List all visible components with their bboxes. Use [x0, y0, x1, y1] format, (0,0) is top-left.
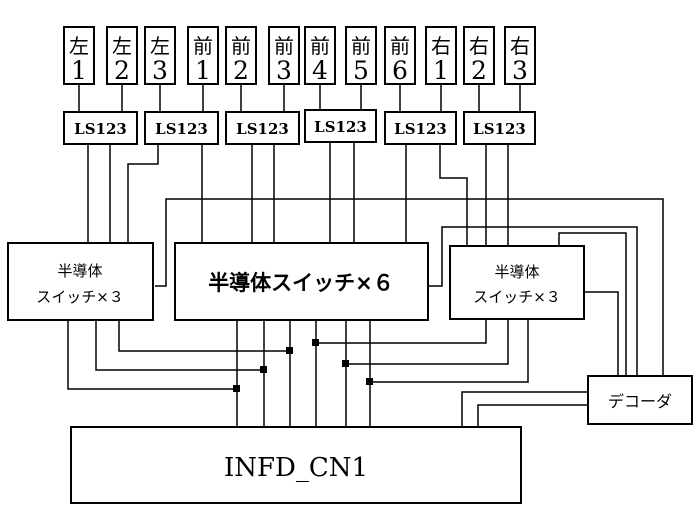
ls123-label: LS123	[394, 120, 447, 138]
switch-right-line2: スイッチ×３	[473, 288, 561, 306]
sensor-box: 前 4	[304, 26, 336, 85]
connector-box: INFD_CN1	[70, 426, 522, 504]
decoder-box: デコーダ	[587, 375, 693, 425]
junction-dots	[233, 339, 373, 392]
sensor-side-label: 前	[351, 34, 371, 58]
decoder-label: デコーダ	[608, 392, 672, 411]
ls123-label: LS123	[155, 120, 208, 138]
sensor-box: 前 1	[187, 26, 219, 85]
ls123-box: LS123	[304, 109, 377, 143]
switch-center-label: 半導体スイッチ×６	[208, 271, 394, 295]
sensor-number-label: 1	[71, 56, 87, 85]
sensor-number-label: 3	[152, 56, 168, 85]
sensor-number-label: 2	[233, 56, 249, 85]
ls123-row: LS123 LS123 LS123 LS123 LS123 LS123	[63, 109, 536, 145]
sensor-to-ls-wires	[78, 84, 521, 112]
switch-left-line1: 半導体	[57, 262, 102, 280]
sensor-side-label: 前	[231, 34, 251, 58]
ls123-box: LS123	[463, 111, 536, 145]
ls123-box: LS123	[384, 111, 457, 145]
switch-right-line1: 半導体	[494, 263, 539, 281]
sensor-side-label: 前	[274, 34, 294, 58]
sensor-box: 前 5	[345, 26, 377, 85]
ls123-box: LS123	[144, 111, 219, 145]
sensor-side-label: 前	[193, 34, 213, 58]
sensor-number-label: 1	[195, 56, 211, 85]
switch-right-box: 半導体 スイッチ×３	[449, 245, 585, 320]
sensor-side-label: 左	[69, 34, 89, 58]
sensor-number-label: 3	[512, 56, 528, 85]
wires	[67, 84, 664, 428]
sensor-number-label: 5	[353, 56, 369, 85]
sensor-box: 左 3	[144, 26, 176, 85]
sensor-side-label: 右	[510, 34, 530, 58]
sensor-side-label: 前	[390, 34, 410, 58]
ls123-box: LS123	[63, 111, 138, 145]
sensor-box: 前 6	[384, 26, 416, 85]
sensor-box: 右 1	[425, 26, 457, 85]
sensor-number-label: 2	[114, 56, 130, 85]
switch-to-connector-wires	[67, 319, 529, 427]
switch-left-line2: スイッチ×３	[36, 288, 124, 306]
decoder-control-wires	[155, 198, 664, 428]
sensor-side-label: 左	[112, 34, 132, 58]
ls123-label: LS123	[473, 120, 526, 138]
sensor-box: 前 2	[225, 26, 257, 85]
switch-left-box: 半導体 スイッチ×３	[7, 242, 154, 321]
sensor-number-label: 6	[392, 56, 408, 85]
sensor-number-label: 2	[471, 56, 487, 85]
sensor-number-label: 4	[312, 56, 328, 85]
sensor-box: 前 3	[268, 26, 300, 85]
sensor-side-label: 右	[431, 34, 451, 58]
sensor-box: 左 2	[106, 26, 138, 85]
ls123-box: LS123	[225, 111, 300, 145]
switch-center-box: 半導体スイッチ×６	[174, 242, 429, 321]
sensor-box: 左 1	[63, 26, 95, 85]
sensor-box: 右 3	[504, 26, 536, 85]
ls-to-switch-wires	[87, 142, 509, 246]
sensor-side-label: 左	[150, 34, 170, 58]
sensor-side-label: 右	[469, 34, 489, 58]
connector-label: INFD_CN1	[224, 453, 368, 483]
sensor-row: 左 1 左 2 左 3 前 1 前 2 前 3 前	[63, 26, 536, 85]
ls123-label: LS123	[314, 118, 367, 136]
ls123-label: LS123	[74, 120, 127, 138]
sensor-box: 右 2	[463, 26, 495, 85]
ls123-label: LS123	[236, 120, 289, 138]
sensor-side-label: 前	[310, 34, 330, 58]
sensor-number-label: 1	[433, 56, 449, 85]
sensor-number-label: 3	[276, 56, 292, 85]
